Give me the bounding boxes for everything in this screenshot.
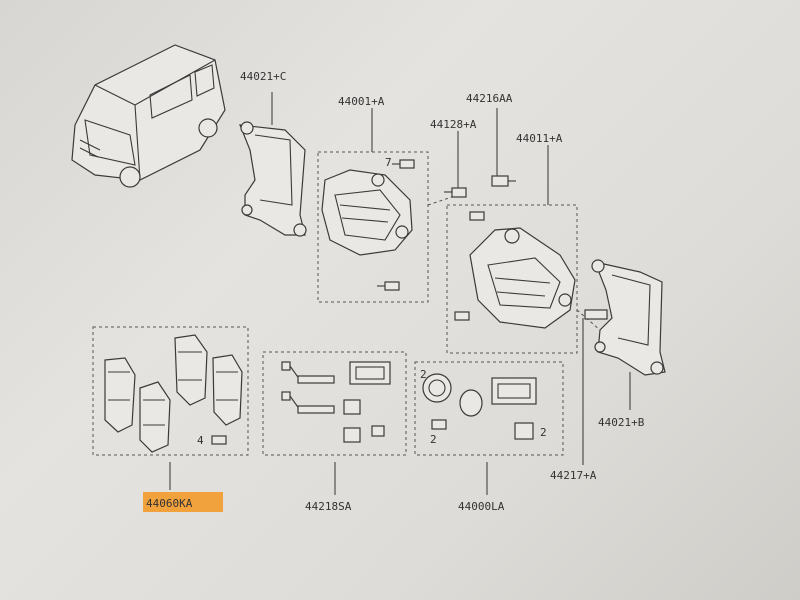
caliper-left [321, 169, 413, 256]
pin-boot-kit [281, 361, 391, 443]
bolt-lower-left [377, 281, 400, 291]
pad-clip-qty: 4 [197, 434, 204, 447]
part-highlight [143, 492, 223, 512]
label-44218sa: 44218SA [305, 500, 352, 513]
label-44216aa: 44216AA [466, 92, 513, 105]
van-illustration [71, 44, 226, 188]
seal-qty-2: 2 [430, 433, 437, 446]
bolt-qty: 7 [385, 156, 392, 169]
label-44060ka: 44060KA [146, 497, 193, 510]
brake-pad-box [92, 326, 249, 456]
bolt-lower-right [454, 311, 470, 321]
seal-kit-box [414, 361, 564, 456]
caliper-right-box [446, 204, 578, 354]
caliper-right [469, 227, 576, 329]
label-44001a: 44001+A [338, 95, 385, 108]
bolt-upper-left [392, 159, 415, 169]
caliper-bracket-left [239, 121, 307, 237]
slide-pin [584, 309, 608, 320]
bolt-pin-44128 [444, 187, 467, 198]
seal-qty-3: 2 [540, 426, 547, 439]
caliper-left-box [317, 151, 429, 303]
seal-qty-1: 2 [420, 368, 427, 381]
pad-clip [211, 435, 227, 445]
pin-boot-box [262, 351, 407, 456]
bolt-upper-right [469, 211, 485, 221]
label-44021c: 44021+C [240, 70, 286, 83]
label-44128a: 44128+A [430, 118, 477, 131]
brake-pads [104, 334, 243, 453]
seal-kit [422, 373, 537, 440]
label-44021b: 44021+B [598, 416, 645, 429]
label-44011a: 44011+A [516, 132, 563, 145]
label-44000la: 44000LA [458, 500, 505, 513]
label-44217a: 44217+A [550, 469, 597, 482]
bolt-bleeder-44216 [491, 175, 516, 187]
caliper-bracket-right [591, 259, 666, 376]
